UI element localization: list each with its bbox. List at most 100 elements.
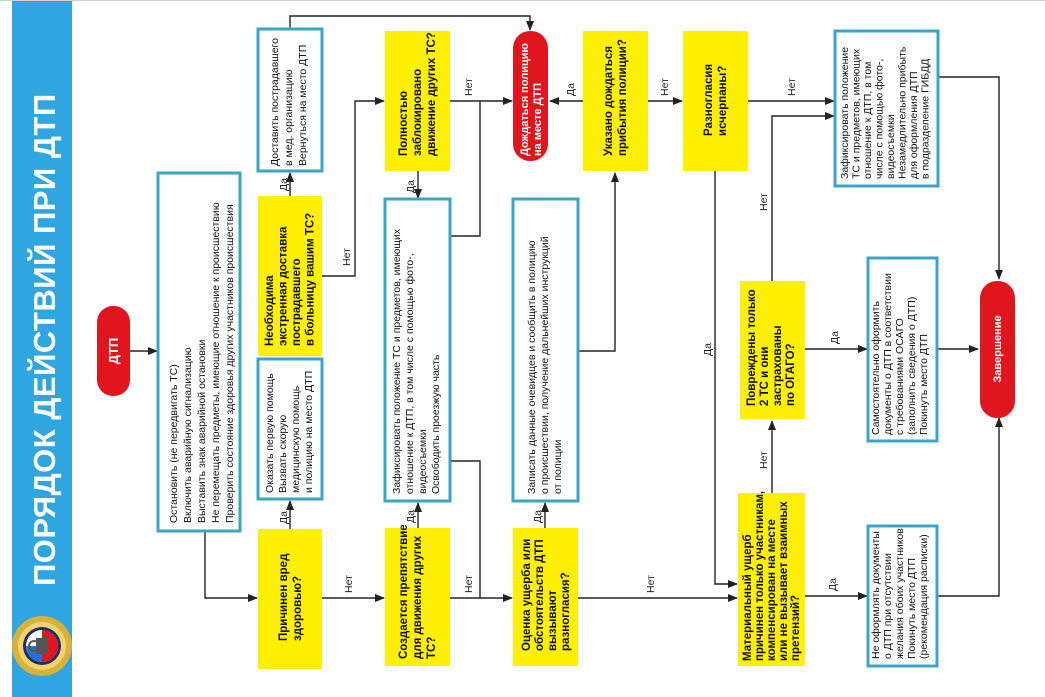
text-line: Причинен вред xyxy=(278,553,290,641)
text-line: причинен только участникам, xyxy=(754,491,766,661)
text-line: желания обоих участников xyxy=(894,528,906,659)
text-line: о происшествии, получение дальнейших инс… xyxy=(539,236,551,494)
no-register-text: Не оформлять документыо ДТП при отсутств… xyxy=(870,528,930,659)
edge-label-yes: Да xyxy=(405,180,417,193)
text-line: 2 ТС и они xyxy=(759,347,771,406)
text-line: Зафиксировать положение xyxy=(839,47,851,179)
text-line: прибытия полиции? xyxy=(617,39,629,156)
text-line: Необходима xyxy=(264,275,276,346)
edge-label-yes: Да xyxy=(827,578,839,591)
text-line: ТС и предметов, имеющих xyxy=(851,48,863,179)
text-line: (рекомендация расписки) xyxy=(918,534,930,659)
decision-material-damage: Материальный ущербпричинен только участн… xyxy=(738,491,805,666)
text-line: Остановить (не передвигать ТС) xyxy=(168,364,180,523)
record-and-clear-box: Зафиксировать положение ТС и предметов, … xyxy=(383,197,452,503)
record-go-gibdd-text: Зафиксировать положениеТС и предметов, и… xyxy=(839,46,932,179)
text-line: экстренная доставка xyxy=(278,226,290,346)
text-line: в мед. организацию xyxy=(283,69,295,166)
text-line: Материальный ущерб xyxy=(742,534,754,661)
edge-label-yes: Да xyxy=(278,178,290,191)
text-line: пострадавшего xyxy=(291,258,303,346)
text-line: Создается препятствие xyxy=(398,524,410,659)
text-line: (заполнить сведения о ДТП) xyxy=(906,297,918,435)
text-line: претензий? xyxy=(790,595,802,661)
edge-label-yes: Да xyxy=(565,83,577,96)
text-line: Самостоятельно оформить xyxy=(870,301,882,435)
text-line: здоровью? xyxy=(292,576,304,641)
text-line: Включить аварийную сигнализацию xyxy=(182,347,194,523)
text-line: числе с помощью фото-, xyxy=(874,59,886,179)
edge-label-yes: Да xyxy=(532,510,544,523)
text-line: Полностью xyxy=(398,91,410,156)
text-line: Незамедлительно прибыть xyxy=(897,46,909,179)
text-line: документы о ДТП в соответствии xyxy=(882,273,894,435)
text-line: Вызвать скорую xyxy=(277,415,289,493)
text-line: ТС? xyxy=(426,637,438,659)
decision-two-vehicles-text: Повреждены только2 ТС и онизастрахованып… xyxy=(746,289,797,406)
text-line: вызывают xyxy=(547,590,559,651)
text-line: о ДТП при отсутствии xyxy=(882,553,894,659)
decision-material-damage-text: Материальный ущербпричинен только участн… xyxy=(742,491,802,661)
text-line: отношение к ДТП, в том xyxy=(862,62,874,179)
text-line: в больницу вашим ТС? xyxy=(305,213,317,346)
text-line: исчерпаны? xyxy=(717,66,729,136)
witnesses-text: Записать данные очевидцев и сообщить в п… xyxy=(526,236,564,494)
self-register-box: Самостоятельно оформитьдокументы о ДТП в… xyxy=(866,256,939,443)
text-line: с требованиями ОСАГО xyxy=(894,318,906,435)
edge-label-yes: Да xyxy=(702,343,714,356)
witnesses-box: Записать данные очевидцев и сообщить в п… xyxy=(511,197,580,503)
text-line: и полицию на место ДТП xyxy=(303,371,315,493)
edge-label-yes: Да xyxy=(278,511,290,524)
text-line: Не перемещать предметы, имеющие отношени… xyxy=(210,202,222,523)
edge-label-no: Нет xyxy=(659,78,671,96)
text-line: Записать данные очевидцев и сообщить в п… xyxy=(526,240,538,494)
text-line: в подразделение ГИБДД xyxy=(920,59,932,179)
edge-label-no: Нет xyxy=(463,78,475,96)
no-register-box: Не оформлять документыо ДТП при отсутств… xyxy=(866,524,939,668)
title-band xyxy=(12,1,72,697)
text-line: медицинскую помощь xyxy=(290,385,302,493)
decision-dispute: Оценка ущерба илиобстоятельств ДТПвызыва… xyxy=(513,528,578,666)
text-line: отношение к ДТП, в том числе с помощью ф… xyxy=(404,253,416,494)
edge-label-no: Нет xyxy=(786,78,798,96)
connectors xyxy=(130,15,1003,602)
text-line: заблокировано xyxy=(412,69,424,156)
record-and-clear-text: Зафиксировать положение ТС и предметов, … xyxy=(391,228,442,494)
text-line: Покинуть место ДТП xyxy=(906,558,918,659)
initial-actions-text: Остановить (не передвигать ТС)Включить а… xyxy=(168,202,236,523)
first-aid-text: Оказать первую помощьВызвать скоруюмедиц… xyxy=(264,371,315,493)
text-line: для движения других xyxy=(412,535,424,659)
edge-label-no: Нет xyxy=(758,451,770,469)
text-line: Доставить пострадавшего xyxy=(269,38,281,166)
text-line: Освободить проезжую часть xyxy=(430,354,442,494)
text-line: видеосъемки xyxy=(885,114,897,179)
text-line: Покинуть место ДТП xyxy=(918,334,930,435)
text-line: Вернуться на место ДТП xyxy=(297,45,309,166)
text-line: компенсирован на месте xyxy=(766,519,778,661)
edge-label-no: Нет xyxy=(758,193,770,211)
text-line: Повреждены только xyxy=(746,289,758,406)
edge-label-no: Нет xyxy=(645,575,657,593)
edge-label-no: Нет xyxy=(341,248,353,266)
wait-police-text: Дождаться полициюна месте ДТП xyxy=(519,43,544,156)
edge-label-yes: Да xyxy=(829,331,841,344)
text-line: Выставить знак аварийной остановки xyxy=(196,340,208,523)
decision-two-vehicles-insured: Повреждены только2 ТС и онизастрахованып… xyxy=(740,281,805,419)
text-line: разногласия? xyxy=(560,572,572,651)
text-line: Не оформлять документы xyxy=(870,531,882,659)
self-register-text: Самостоятельно оформитьдокументы о ДТП в… xyxy=(870,273,930,435)
edge-label-yes: Да xyxy=(405,510,417,523)
text-line: Дождаться полицию xyxy=(519,43,531,156)
